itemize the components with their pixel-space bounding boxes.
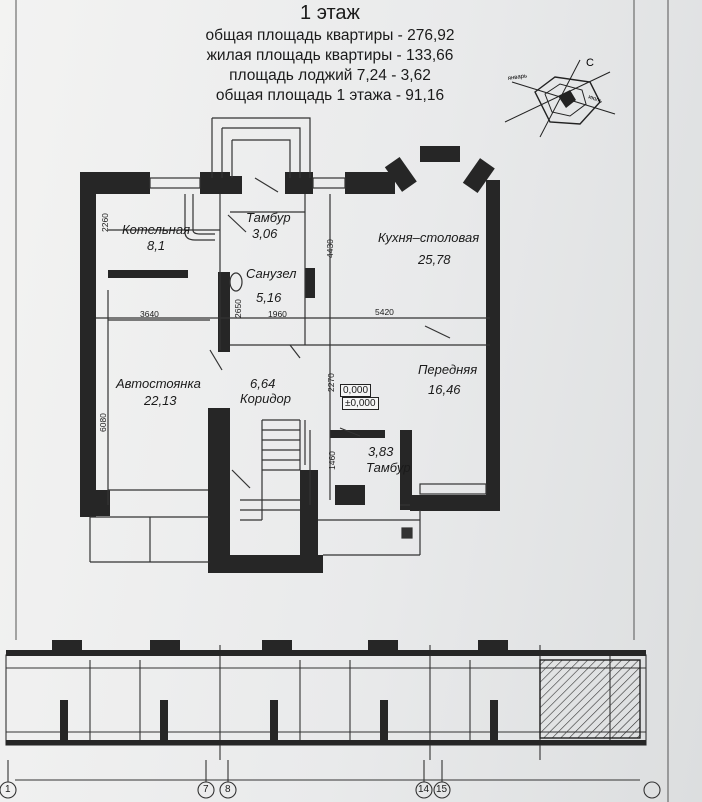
- room-bathroom-name: Санузел: [246, 266, 297, 281]
- axis-label-15: 15: [436, 784, 448, 795]
- stat-total-apartment-area: общая площадь квартиры - 276,92: [205, 27, 455, 44]
- dim-6080: 6080: [98, 413, 108, 432]
- room-hall-area: 16,46: [428, 382, 461, 397]
- axis-label-7: 7: [203, 784, 209, 795]
- axis-label-1: 1: [5, 784, 11, 795]
- dim-2260: 2260: [100, 213, 110, 232]
- level-mark-bottom: ±0,000: [342, 397, 379, 410]
- dim-2650: 2650: [233, 299, 243, 318]
- room-kitchen-name: Кухня–столовая: [378, 230, 480, 245]
- highlighted-unit: [539, 659, 641, 739]
- dim-3640: 3640: [140, 309, 159, 319]
- room-parking-area: 22,13: [144, 393, 177, 408]
- compass-month-2: июль: [587, 94, 603, 105]
- stat-loggia-area: площадь лоджий 7,24 - 3,62: [229, 67, 431, 84]
- level-mark-top: 0,000: [340, 384, 372, 397]
- room-boiler-area: 8,1: [147, 238, 166, 253]
- room-kitchen-area: 25,78: [418, 252, 451, 267]
- stat-floor-area: общая площадь 1 этажа - 91,16: [215, 87, 445, 104]
- walls: [80, 146, 500, 573]
- sheet-frame: [15, 0, 669, 802]
- room-bathroom-area: 5,16: [256, 290, 282, 305]
- compass-month-1: январь: [507, 73, 527, 82]
- room-vestibule-top-area: 3,06: [252, 226, 278, 241]
- axis-label-8: 8: [225, 784, 231, 795]
- thin-lines: [89, 117, 490, 563]
- header-block: 1 этаж общая площадь квартиры - 276,92 ж…: [170, 2, 490, 106]
- dim-5420: 5420: [375, 307, 394, 317]
- dim-2270: 2270: [326, 373, 336, 392]
- room-corridor-name: Коридор: [240, 391, 291, 406]
- room-vestibule-top-name: Тамбур: [246, 210, 291, 225]
- dim-1960: 1960: [268, 309, 287, 319]
- room-boiler-name: Котельная: [122, 222, 191, 237]
- room-vestibule-bottom-area: 3,83: [368, 444, 394, 459]
- stat-living-area: жилая площадь квартиры - 133,66: [206, 47, 454, 64]
- building-strip-walls: [6, 640, 646, 745]
- floor-title: 1 этаж: [300, 2, 360, 24]
- dim-4430: 4430: [325, 239, 335, 258]
- room-vestibule-bottom-name: Тамбур: [366, 460, 411, 475]
- room-parking-name: Автостоянка: [116, 376, 201, 391]
- compass-north-letter: С: [586, 57, 594, 69]
- room-corridor-area: 6,64: [250, 376, 276, 391]
- dim-1460: 1460: [327, 451, 337, 470]
- room-hall-name: Передняя: [418, 362, 478, 377]
- axis-label-14: 14: [418, 784, 430, 795]
- compass-rose-icon: С январь июль: [504, 57, 616, 138]
